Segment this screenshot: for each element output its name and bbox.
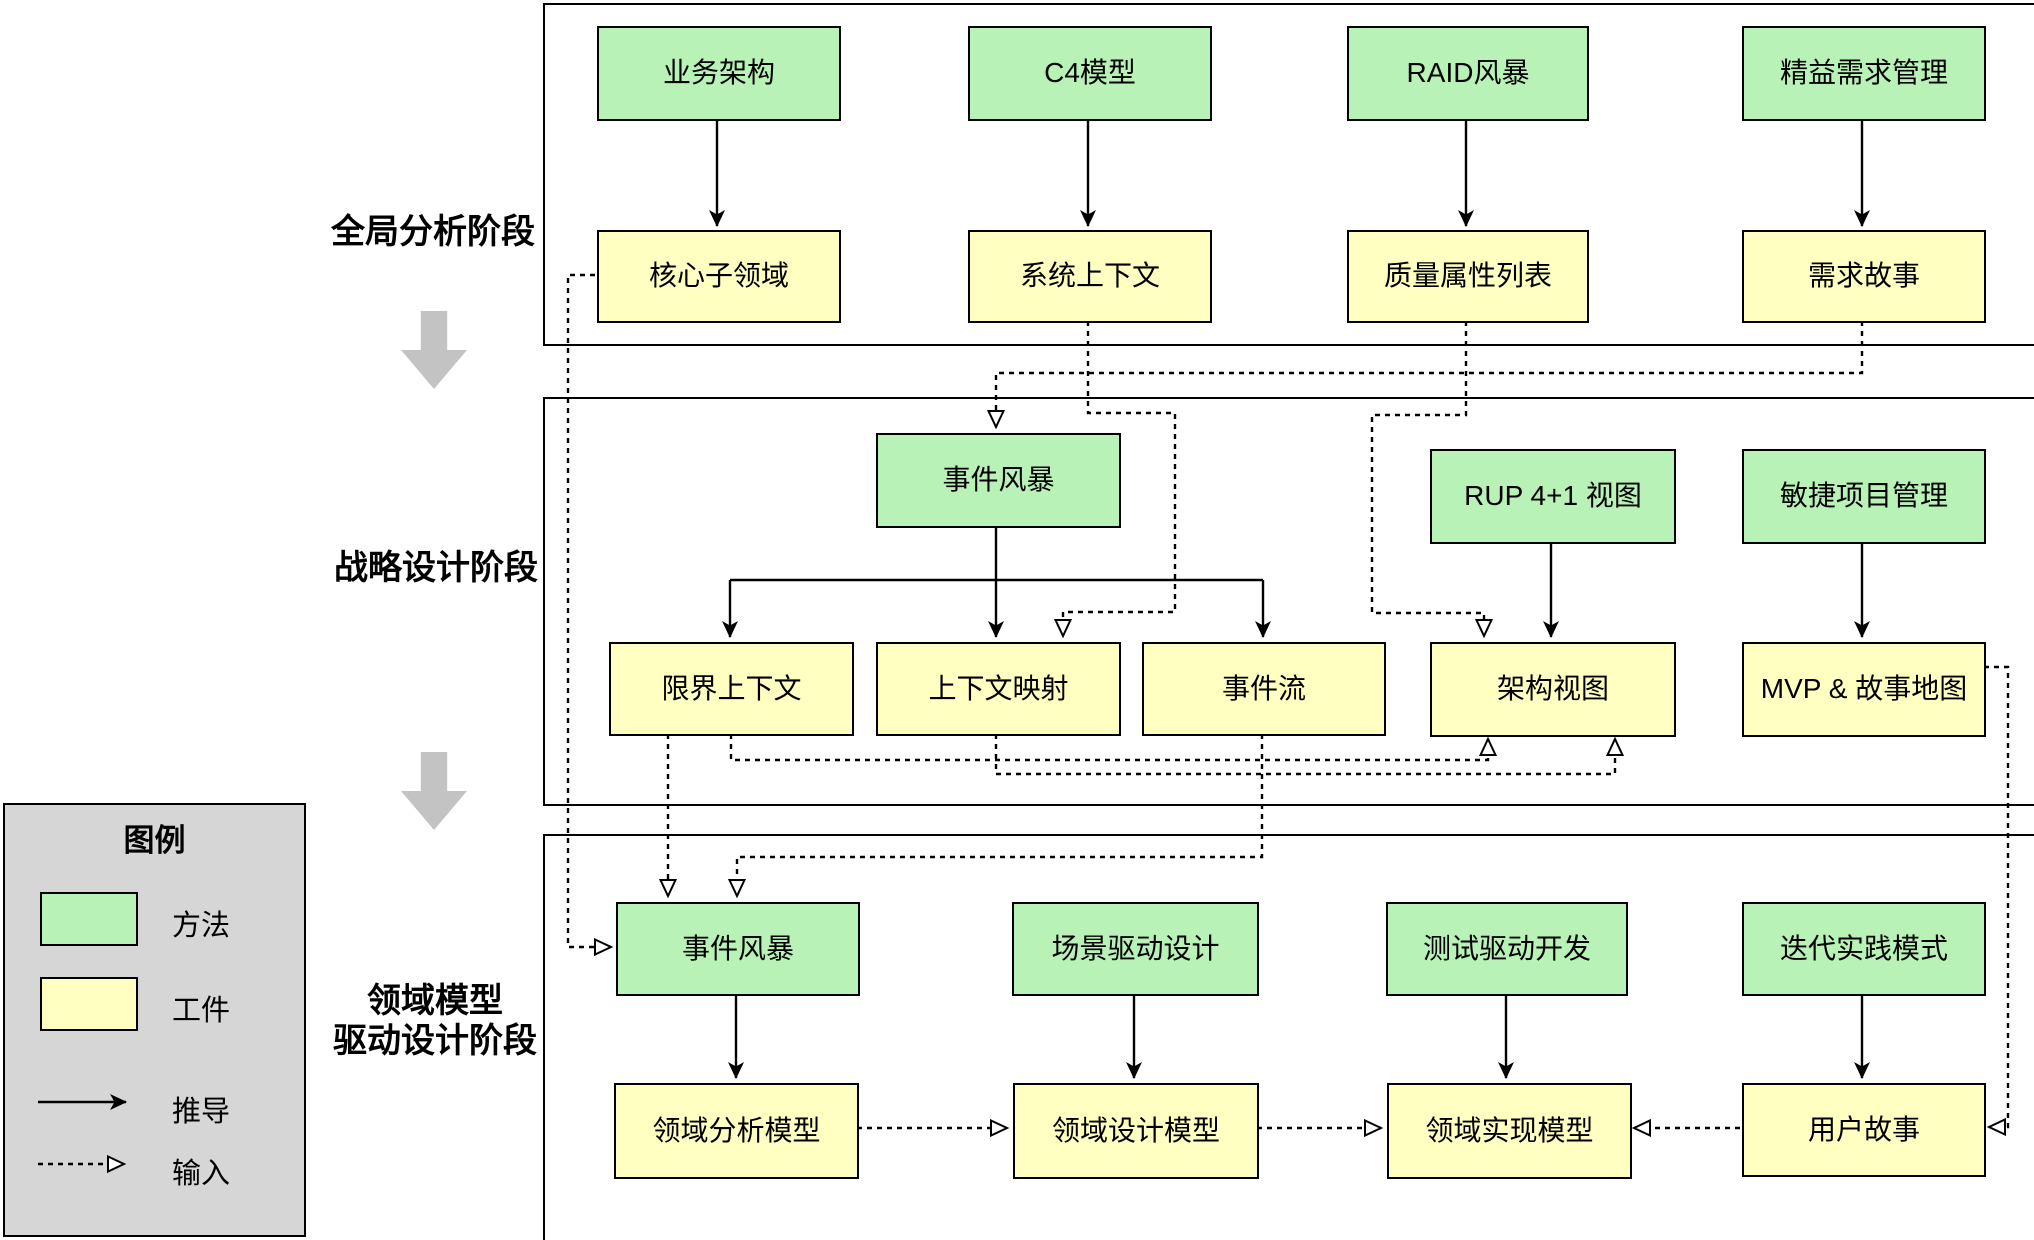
node-domain-analysis-model: 领域分析模型 [614, 1083, 859, 1179]
frame-global-analysis [543, 3, 2034, 346]
phase-label-domain-model-line2: 驱动设计阶段 [333, 1022, 537, 1060]
legend-derive-label: 推导 [172, 1096, 231, 1128]
node-rup-41-views: RUP 4+1 视图 [1430, 449, 1676, 544]
node-raid-storming: RAID风暴 [1347, 26, 1589, 121]
node-business-architecture: 业务架构 [597, 26, 841, 121]
node-bounded-context: 限界上下文 [609, 642, 854, 736]
node-scenario-driven-design: 场景驱动设计 [1012, 902, 1259, 996]
node-event-storming-domain: 事件风暴 [616, 902, 860, 996]
input-requirement-story-to-es [986, 321, 1864, 430]
input-context-mapping-to-arch-view [994, 734, 1625, 776]
node-requirement-story: 需求故事 [1742, 230, 1986, 323]
input-system-context-to-context-mapping [1053, 321, 1177, 639]
input-bounded-context-to-arch-view [729, 734, 1498, 762]
node-context-mapping: 上下文映射 [876, 642, 1121, 736]
phase-label-global-analysis: 全局分析阶段 [331, 212, 535, 251]
legend: 图例 方法 工件 推导 输入 [3, 803, 306, 1237]
node-quality-attribute-list: 质量属性列表 [1347, 230, 1589, 323]
input-mvp-to-user-story [1984, 665, 2010, 1137]
node-mvp-story-map: MVP & 故事地图 [1742, 642, 1986, 737]
input-core-subdomain-to-es2 [566, 273, 614, 957]
legend-method-label: 方法 [172, 910, 231, 942]
legend-input-label: 输入 [172, 1158, 231, 1190]
node-core-subdomain: 核心子领域 [597, 230, 841, 323]
phase-label-domain-model-line1: 领域模型 [367, 981, 503, 1020]
phase-label-domain-model-design: 领域模型 驱动设计阶段 [333, 981, 537, 1061]
node-event-flow: 事件流 [1142, 642, 1386, 736]
legend-title: 图例 [123, 823, 186, 858]
node-domain-implementation-model: 领域实现模型 [1387, 1083, 1632, 1179]
legend-method-swatch [40, 892, 138, 946]
node-event-storming-strategic: 事件风暴 [876, 433, 1121, 528]
frame-strategic-design [543, 397, 2034, 806]
phase-label-strategic-design: 战略设计阶段 [334, 548, 538, 587]
node-user-story: 用户故事 [1742, 1083, 1986, 1177]
legend-artifact-swatch [40, 977, 138, 1031]
input-event-flow-to-es2 [727, 734, 1264, 899]
input-quality-list-to-arch-view [1370, 321, 1494, 639]
node-lean-requirement-mgmt: 精益需求管理 [1742, 26, 1986, 121]
legend-artifact-label: 工件 [172, 995, 231, 1027]
node-agile-project-mgmt: 敏捷项目管理 [1742, 449, 1986, 544]
node-architecture-view: 架构视图 [1430, 642, 1676, 737]
node-c4-model: C4模型 [968, 26, 1212, 121]
node-iteration-practice-pattern: 迭代实践模式 [1742, 902, 1986, 996]
node-test-driven-development: 测试驱动开发 [1386, 902, 1628, 996]
frame-domain-model-design [543, 834, 2034, 1240]
node-system-context: 系统上下文 [968, 230, 1212, 323]
node-domain-design-model: 领域设计模型 [1013, 1083, 1259, 1179]
